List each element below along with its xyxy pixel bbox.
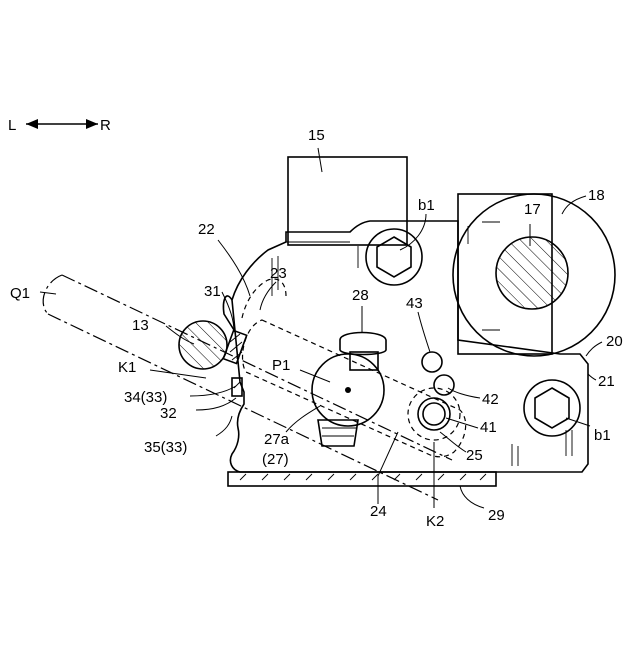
label-left: L	[8, 117, 16, 134]
label-25: 25	[466, 447, 483, 464]
ball-43	[422, 352, 442, 372]
base-plate-29	[228, 472, 496, 486]
ball-42	[434, 375, 454, 395]
label-22: 22	[198, 221, 215, 238]
hex-bolt-b1-top	[366, 229, 422, 285]
label-29: 29	[488, 507, 505, 524]
label-right: R	[100, 117, 111, 134]
label-k1: K1	[118, 359, 136, 376]
label-15: 15	[308, 127, 325, 144]
spring-41	[408, 388, 460, 440]
label-42: 42	[482, 391, 499, 408]
label-18: 18	[588, 187, 605, 204]
hex-bolt-b1-bottom	[524, 380, 580, 436]
label-b1-top: b1	[418, 197, 435, 214]
label-23: 23	[270, 265, 287, 282]
label-35-33: 35(33)	[144, 439, 187, 456]
label-q1: Q1	[10, 285, 30, 302]
label-32: 32	[160, 405, 177, 422]
shaft-q1	[43, 275, 452, 500]
label-17: 17	[524, 201, 541, 218]
label-27: (27)	[262, 451, 289, 468]
label-b1-bottom: b1	[594, 427, 611, 444]
cam-body-27a	[312, 354, 384, 426]
label-31: 31	[204, 283, 221, 300]
label-21: 21	[598, 373, 615, 390]
roller-13	[179, 321, 227, 369]
label-24: 24	[370, 503, 387, 520]
label-k2: K2	[426, 513, 444, 530]
direction-arrow	[26, 119, 98, 129]
pivot-point-p1	[345, 387, 351, 393]
label-13: 13	[132, 317, 149, 334]
shaft-17	[496, 237, 568, 309]
label-28: 28	[352, 287, 369, 304]
label-41: 41	[480, 419, 497, 436]
label-34-33: 34(33)	[124, 389, 167, 406]
label-27a: 27a	[264, 431, 290, 448]
label-43: 43	[406, 295, 423, 312]
label-p1: P1	[272, 357, 290, 374]
label-20: 20	[606, 333, 623, 350]
